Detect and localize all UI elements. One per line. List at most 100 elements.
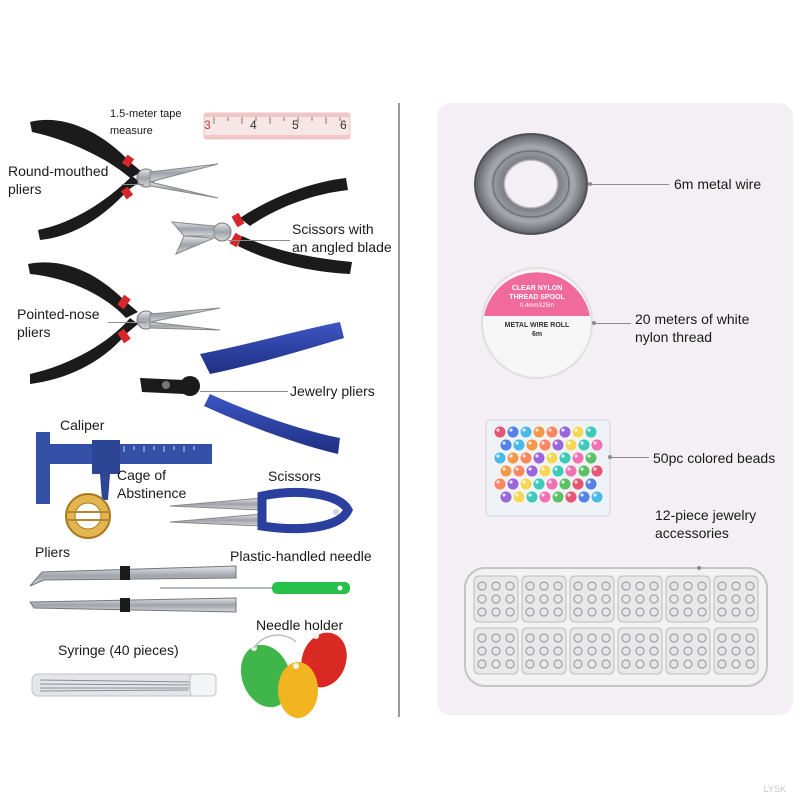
- spool-label: CLEAR NYLON THREAD SPOOL 0.4mmX25m METAL…: [487, 284, 587, 339]
- bead-highlight: [548, 480, 552, 484]
- bead-highlight: [561, 480, 565, 484]
- bead-highlight: [522, 428, 526, 432]
- accessory-piece: [635, 633, 645, 643]
- accessory-piece: [505, 581, 515, 591]
- accessory-piece: [601, 659, 611, 669]
- bead-highlight: [587, 480, 591, 484]
- accessory-piece: [553, 659, 563, 669]
- compartment: [473, 627, 519, 675]
- accessory-piece: [649, 581, 659, 591]
- bead-highlight: [515, 441, 519, 445]
- bead-highlight: [561, 454, 565, 458]
- accessory-piece: [717, 581, 727, 591]
- accessory-piece: [491, 581, 501, 591]
- leader-dot: [697, 566, 701, 570]
- bead: [584, 425, 598, 439]
- accessory-piece: [587, 594, 597, 604]
- bead-highlight: [535, 480, 539, 484]
- bead: [506, 451, 520, 465]
- leader-pointed-pliers: [108, 322, 146, 323]
- accessory-piece: [525, 607, 535, 617]
- accessory-piece: [553, 646, 563, 656]
- bead-highlight: [496, 428, 500, 432]
- accessory-piece: [717, 646, 727, 656]
- accessory-piece: [635, 659, 645, 669]
- accessory-piece: [717, 633, 727, 643]
- bead: [532, 451, 546, 465]
- caliper-icon: [36, 432, 212, 504]
- accessory-piece: [601, 581, 611, 591]
- accessory-piece: [683, 659, 693, 669]
- accessory-piece: [587, 633, 597, 643]
- bead: [545, 477, 559, 491]
- compartment: [521, 575, 567, 623]
- bead-highlight: [515, 493, 519, 497]
- bead: [532, 425, 546, 439]
- bead: [512, 490, 526, 504]
- bead-highlight: [535, 428, 539, 432]
- accessory-piece: [553, 633, 563, 643]
- bead: [499, 490, 513, 504]
- accessory-piece: [477, 659, 487, 669]
- spool-line4: METAL WIRE ROLL: [504, 322, 570, 329]
- accessory-piece: [601, 607, 611, 617]
- accessory-piece: [697, 581, 707, 591]
- bead-highlight: [593, 441, 597, 445]
- needle-holders-icon: [240, 632, 347, 718]
- label-plastic-needle: Plastic-handled needle: [230, 548, 372, 564]
- bead: [571, 477, 585, 491]
- bead-highlight: [528, 493, 532, 497]
- bead: [584, 477, 598, 491]
- bead-highlight: [509, 428, 513, 432]
- compartment: [521, 627, 567, 675]
- accessory-piece: [477, 607, 487, 617]
- needle-tube-icon: [31, 673, 217, 697]
- label-angled-scissors: Scissors with an angled blade: [292, 221, 392, 255]
- accessory-piece: [649, 633, 659, 643]
- accessory-piece: [649, 594, 659, 604]
- accessory-piece: [505, 633, 515, 643]
- compartment: [665, 627, 711, 675]
- bead: [551, 464, 565, 478]
- bead-highlight: [522, 480, 526, 484]
- accessory-piece: [477, 633, 487, 643]
- label-round-pliers: Round-mouthed pliers: [8, 163, 109, 197]
- accessory-piece: [573, 607, 583, 617]
- accessory-piece: [683, 581, 693, 591]
- accessory-piece: [621, 646, 631, 656]
- label-accessories: 12-piece jewelry accessories: [655, 507, 757, 541]
- compartment: [713, 627, 759, 675]
- accessory-piece: [669, 659, 679, 669]
- compartment: [617, 627, 663, 675]
- accessory-piece: [731, 633, 741, 643]
- label-beads: 50pc colored beads: [653, 450, 776, 466]
- bead: [571, 451, 585, 465]
- accessory-piece: [601, 633, 611, 643]
- bead-highlight: [587, 428, 591, 432]
- leader-nylon-thread: [595, 323, 631, 324]
- accessory-piece: [621, 607, 631, 617]
- leader-round-pliers: [122, 184, 144, 185]
- bead-highlight: [502, 467, 506, 471]
- accessory-piece: [649, 646, 659, 656]
- accessory-piece: [525, 581, 535, 591]
- bead: [493, 477, 507, 491]
- label-jewelry-pliers: Jewelry pliers: [290, 383, 375, 399]
- bead: [564, 464, 578, 478]
- accessory-piece: [491, 646, 501, 656]
- accessory-piece: [697, 659, 707, 669]
- bead-highlight: [567, 441, 571, 445]
- angled-scissors-icon: [170, 178, 352, 274]
- accessory-piece: [745, 607, 755, 617]
- accessory-piece: [505, 594, 515, 604]
- bead: [590, 464, 604, 478]
- accessory-piece: [745, 633, 755, 643]
- accessory-piece: [573, 646, 583, 656]
- compartment: [617, 575, 663, 623]
- accessory-piece: [621, 594, 631, 604]
- accessory-piece: [477, 594, 487, 604]
- bead: [512, 438, 526, 452]
- spool-line5: 6m: [531, 331, 543, 338]
- thimble-ring-icon: [65, 493, 111, 539]
- bead-highlight: [580, 441, 584, 445]
